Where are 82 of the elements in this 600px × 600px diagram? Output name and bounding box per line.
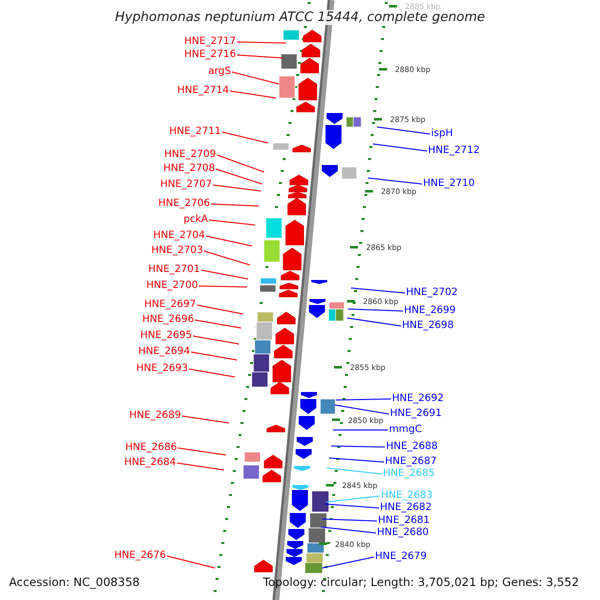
leader-line [166,556,216,568]
leader-line [330,446,386,448]
leader-line [192,336,240,344]
leader-line [212,184,262,192]
leader-line [336,398,392,400]
gene-label: HNE_2687 [385,456,437,468]
leader-line [210,204,260,206]
leader-line [206,236,252,246]
leader-line [372,144,428,152]
gene-label: mmgC [389,424,422,436]
gene-label: HNE_2703 [151,245,203,257]
gene-label: HNE_2683 [381,490,433,502]
leader-line [216,168,262,184]
gene-label: HNE_2706 [158,198,210,210]
gene-label: HNE_2679 [375,551,427,563]
gene-label: HNE_2681 [378,515,430,527]
leader-line [196,304,244,314]
gene-label: HNE_2688 [386,441,438,453]
leader-line [222,132,268,144]
gene-label: HNE_2698 [402,320,454,332]
gene-label: HNE_2680 [377,527,429,539]
title: Hyphomonas neptunium ATCC 15444, complete genome [112,10,488,25]
gene-label: HNE_2704 [153,230,205,242]
gene-label: HNE_2717 [184,36,236,48]
gene-label: HNE_2697 [144,299,196,311]
gene-label: pckA [184,214,208,226]
leader-line [334,404,390,414]
leader-line [324,504,380,508]
leader-line [326,468,382,474]
leader-line [368,178,422,184]
leader-line [376,126,430,134]
footer-text: Accession: NC_008358 [9,575,140,589]
gene-label: HNE_2686 [125,442,177,454]
gene-label: argS [208,66,231,78]
leader-line [204,250,250,266]
leader-line [194,320,242,328]
gene-label: HNE_2692 [392,393,444,405]
leader-line [350,288,406,294]
leader-line [322,518,378,522]
leader-line [348,308,404,312]
gene-label: HNE_2682 [380,502,432,514]
gene-label: HNE_2707 [160,179,212,191]
leader-line [178,448,226,456]
leader-line [188,368,236,378]
leader-line [200,270,248,280]
leader-line [208,220,256,226]
leader-line [322,556,374,568]
gene-label: HNE_2709 [164,149,216,161]
gene-label: HNE_2711 [169,126,221,138]
gene-label: HNE_2708 [163,163,215,175]
leader-line [346,318,402,326]
leader-line [328,458,384,462]
gene-label: HNE_2712 [428,145,480,157]
gene-label: HNE_2695 [140,330,192,342]
gene-label: HNE_2714 [177,85,229,97]
gene-block [305,563,322,573]
gene-label: HNE_2689 [129,410,181,422]
leader-line [236,54,284,58]
gene-label: HNE_2701 [148,264,200,276]
gene-label: HNE_2684 [124,457,176,469]
gene-label: HNE_2685 [383,468,435,480]
leader-line [176,462,224,470]
gene-label: HNE_2696 [142,314,194,326]
leader-line [198,286,248,288]
gene-label: HNE_2694 [138,346,190,358]
leader-line [190,352,238,360]
leader-line [182,416,230,424]
gene-label: HNE_2702 [406,287,458,299]
gene-label: HNE_2676 [114,550,166,562]
leader-line [236,42,286,44]
gene-label: HNE_2716 [184,49,236,61]
leader-line [326,496,380,502]
gene-label: HNE_2699 [404,305,456,317]
leader-line [320,526,376,534]
leader-line [216,154,264,172]
gene-label: HNE_2691 [390,408,442,420]
leader-line [232,72,280,84]
gene-label: HNE_2710 [423,178,475,190]
gene-label: HNE_2693 [136,363,188,375]
gene-label: HNE_2700 [146,280,198,292]
gene-label: ispH [431,128,453,140]
leader-line [230,90,276,98]
